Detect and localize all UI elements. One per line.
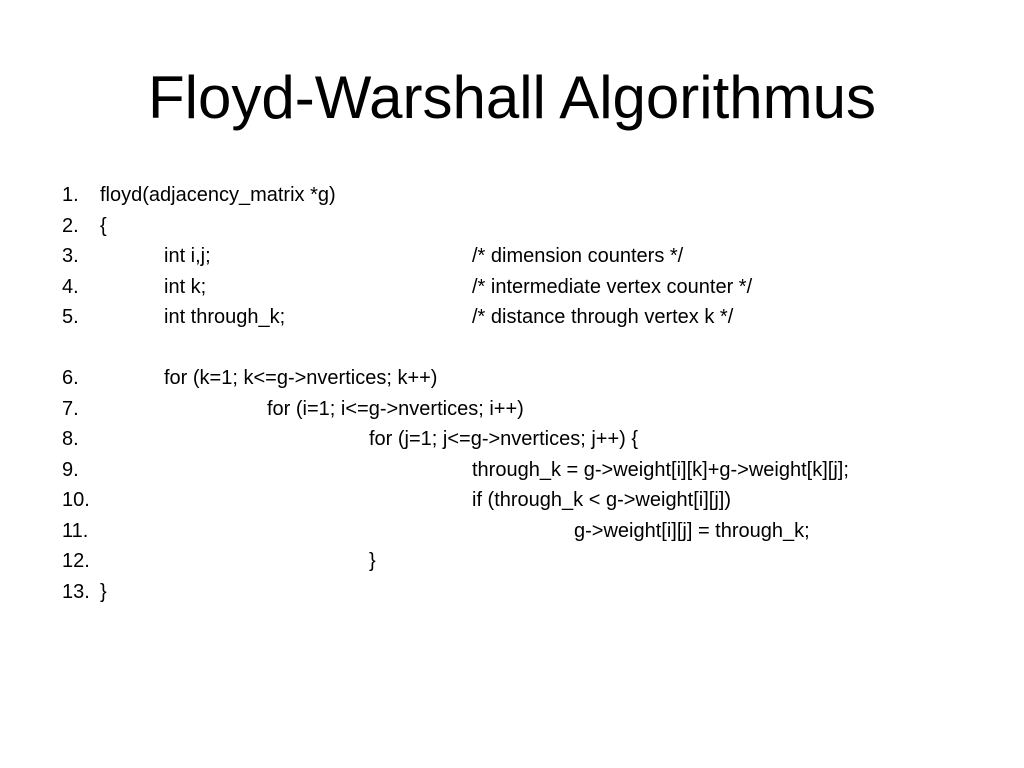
code-text: int i,j; <box>164 245 211 267</box>
code-line: 11. g->weight[i][j] = through_k; <box>62 516 1002 547</box>
line-number: 9. <box>62 458 79 481</box>
line-number: 3. <box>62 245 79 267</box>
line-number: 2. <box>62 214 79 237</box>
code-line: 5. int through_k; /* distance through ve… <box>62 302 1002 333</box>
code-text: g->weight[i][j] = through_k; <box>574 519 810 542</box>
code-text: through_k = g->weight[i][k]+g->weight[k]… <box>472 458 849 481</box>
code-text: } <box>100 580 107 603</box>
code-line: 12. } <box>62 546 1002 577</box>
code-text: if (through_k < g->weight[i][j]) <box>472 489 732 511</box>
slide-title: Floyd-Warshall Algorithmus <box>148 64 876 131</box>
code-line: 3. int i,j; /* dimension counters */ <box>62 241 1002 272</box>
code-comment: /* intermediate vertex counter */ <box>472 275 753 298</box>
line-number: 13. <box>62 580 90 603</box>
code-line: 13. } <box>62 577 1002 608</box>
code-line: 9. through_k = g->weight[i][k]+g->weight… <box>62 455 1002 486</box>
code-text: int k; <box>164 275 207 298</box>
line-number: 8. <box>62 428 79 450</box>
line-number: 10. <box>62 489 90 511</box>
code-line: 1. floyd(adjacency_matrix *g) <box>62 180 1002 211</box>
line-number: 7. <box>62 397 79 420</box>
code-text: floyd(adjacency_matrix *g) <box>100 184 336 206</box>
line-number: 11. <box>62 519 89 542</box>
line-number: 5. <box>62 306 79 328</box>
code-text: for (i=1; i<=g->nvertices; i++) <box>267 397 524 420</box>
code-text: } <box>369 550 376 572</box>
code-line: 8. for (j=1; j<=g->nvertices; j++) { <box>62 424 1002 455</box>
code-listing: 1. floyd(adjacency_matrix *g) 2. { 3. in… <box>62 180 1002 607</box>
code-text: int through_k; <box>164 306 286 328</box>
code-line: 4. int k; /* intermediate vertex counter… <box>62 272 1002 303</box>
line-number: 4. <box>62 275 79 298</box>
line-number: 6. <box>62 367 79 389</box>
code-comment: /* dimension counters */ <box>472 245 684 267</box>
code-text: for (k=1; k<=g->nvertices; k++) <box>164 367 438 389</box>
code-line: 7. for (i=1; i<=g->nvertices; i++) <box>62 394 1002 425</box>
code-line: 6. for (k=1; k<=g->nvertices; k++) <box>62 363 1002 394</box>
line-number: 12. <box>62 550 90 572</box>
code-comment: /* distance through vertex k */ <box>472 306 734 328</box>
code-line: 10. if (through_k < g->weight[i][j]) <box>62 485 1002 516</box>
code-line: 2. { <box>62 211 1002 242</box>
code-text: for (j=1; j<=g->nvertices; j++) { <box>369 428 639 450</box>
line-number: 1. <box>62 184 79 206</box>
code-text: { <box>100 214 107 237</box>
